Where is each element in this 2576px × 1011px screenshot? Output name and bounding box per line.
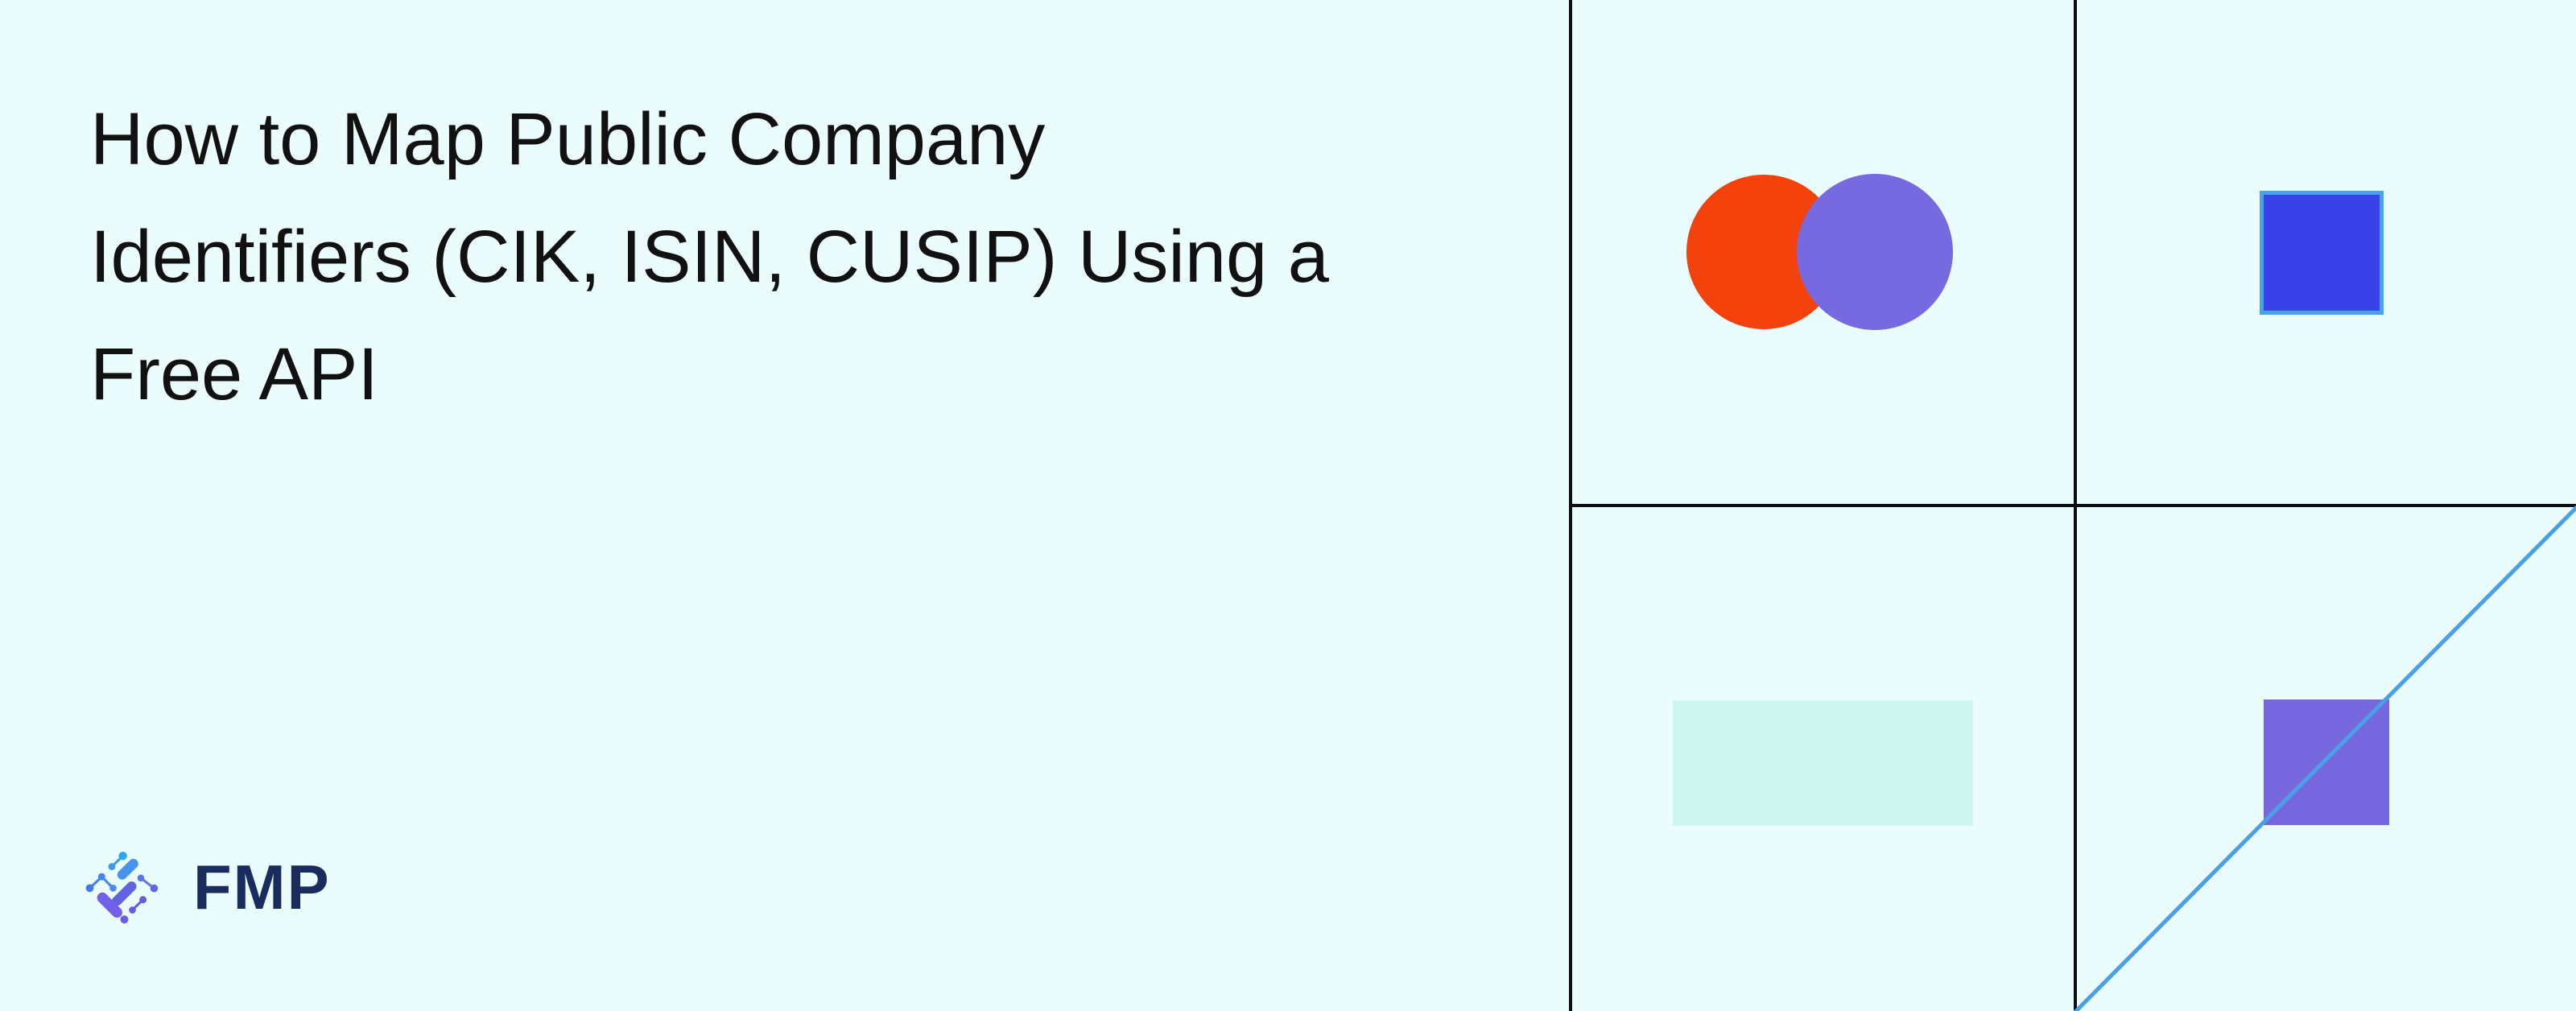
page-title: How to Map Public Company Identifiers (C… [90,80,1507,433]
venn-violet-circle [1797,174,1953,330]
purple-square [2264,699,2389,825]
title-line-3: Free API [90,333,378,415]
fmp-logo-wordmark: FMP [193,852,331,922]
blue-square [2260,191,2384,315]
fmp-logo-icon [85,852,159,924]
title-line-1: How to Map Public Company [90,98,1046,180]
title-line-2: Identifiers (CIK, ISIN, CUSIP) Using a [90,216,1329,298]
fmp-logo: FMP [80,845,331,932]
grid-horizontal-line [1569,504,2576,507]
mint-rectangle [1673,700,1973,826]
